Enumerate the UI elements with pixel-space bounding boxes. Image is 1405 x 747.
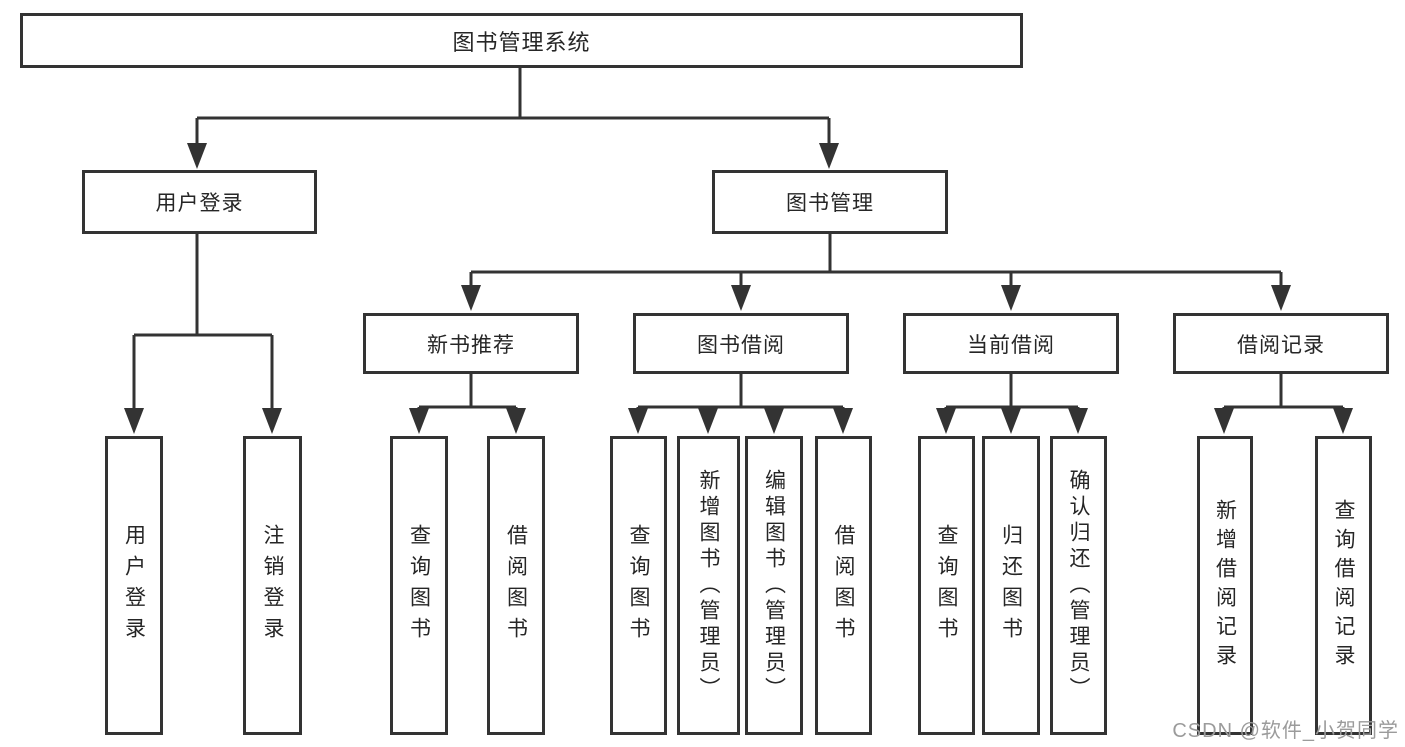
leaf-label: 借阅图书 xyxy=(504,523,528,648)
node-current-borrow: 当前借阅 xyxy=(903,313,1119,374)
node-root-system: 图书管理系统 xyxy=(20,13,1023,68)
leaf-label: 查询图书 xyxy=(407,523,431,648)
leaf-add-books-admin: 新增图书（管理员） xyxy=(677,436,740,735)
leaf-query-books-recommend: 查询图书 xyxy=(390,436,448,735)
leaf-borrow-books: 借阅图书 xyxy=(815,436,872,735)
leaf-label: 用户登录 xyxy=(122,523,146,648)
leaf-label: 新增图书（管理员） xyxy=(697,468,720,703)
leaf-query-books-borrow: 查询图书 xyxy=(610,436,667,735)
node-new-book-recommend: 新书推荐 xyxy=(363,313,579,374)
leaf-label: 归还图书 xyxy=(999,523,1023,648)
leaf-label: 注销登录 xyxy=(261,523,284,648)
leaf-label: 编辑图书（管理员） xyxy=(762,468,786,703)
connector-edges xyxy=(132,68,1345,412)
node-borrow-records: 借阅记录 xyxy=(1173,313,1389,374)
node-book-borrow: 图书借阅 xyxy=(633,313,849,374)
leaf-logout: 注销登录 xyxy=(243,436,302,735)
leaf-user-login: 用户登录 xyxy=(105,436,163,735)
node-user-login: 用户登录 xyxy=(82,170,317,234)
leaf-confirm-return-admin: 确认归还（管理员） xyxy=(1050,436,1107,735)
csdn-watermark: CSDN @软件_小贺同学 xyxy=(1172,720,1399,742)
leaf-label: 查询借阅记录 xyxy=(1332,498,1355,673)
leaf-add-borrow-record: 新增借阅记录 xyxy=(1197,436,1253,735)
leaf-edit-books-admin: 编辑图书（管理员） xyxy=(745,436,803,735)
leaf-return-books: 归还图书 xyxy=(982,436,1040,735)
leaf-label: 新增借阅记录 xyxy=(1213,498,1237,673)
node-book-management: 图书管理 xyxy=(712,170,948,234)
leaf-query-books-current: 查询图书 xyxy=(918,436,975,735)
leaf-label: 借阅图书 xyxy=(832,523,855,648)
arrowhead-icons xyxy=(124,143,1353,434)
leaf-label: 查询图书 xyxy=(627,523,650,648)
leaf-query-borrow-record: 查询借阅记录 xyxy=(1315,436,1372,735)
leaf-label: 确认归还（管理员） xyxy=(1067,468,1090,703)
leaf-borrow-books-recommend: 借阅图书 xyxy=(487,436,545,735)
leaf-label: 查询图书 xyxy=(935,523,958,648)
